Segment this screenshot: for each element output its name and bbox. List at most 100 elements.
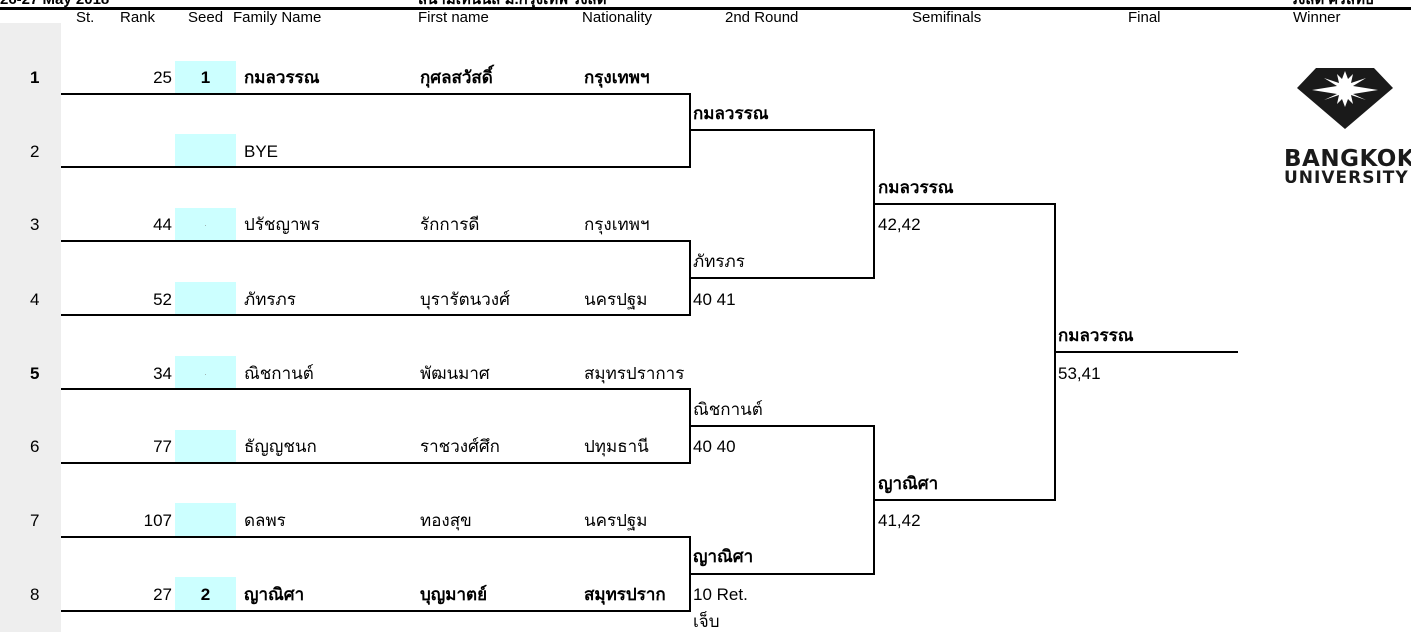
- bracket-line: [61, 610, 691, 612]
- player-first-name: ทองสุข: [420, 511, 472, 530]
- player-nationality: สมุทรปราการ: [584, 364, 685, 383]
- seed-box: [175, 577, 236, 610]
- seed-box: [175, 208, 236, 241]
- top-divider: [0, 7, 1411, 10]
- semifinal-winner: ญาณิศา: [878, 474, 939, 493]
- event-date: 26-27 May 2018: [0, 0, 109, 8]
- bracket-line: [691, 425, 875, 427]
- bracket-line: [61, 93, 691, 95]
- player-seed: 1: [200, 68, 211, 87]
- bracket-connector: [689, 388, 691, 464]
- round2-winner: ณิชกานต์: [693, 400, 763, 419]
- draw-position: 6: [30, 437, 40, 456]
- header-winner: Winner: [1293, 9, 1341, 26]
- bracket-line: [1056, 351, 1238, 353]
- header-seed: Seed: [188, 9, 224, 26]
- draw-position: 1: [30, 68, 40, 87]
- header-rank: Rank: [120, 9, 156, 26]
- final-score: 53,41: [1058, 364, 1101, 383]
- player-rank: 34: [153, 364, 172, 383]
- round2-score: 40 40: [693, 437, 736, 456]
- player-family-name: ปรัชญาพร: [244, 215, 320, 234]
- player-nationality: นครปฐม: [584, 511, 648, 530]
- player-rank: 44: [153, 215, 172, 234]
- bracket-line: [691, 277, 875, 279]
- bracket-line: [61, 462, 691, 464]
- bracket-connector: [1054, 203, 1056, 501]
- logo-text-line2: UNIVERSITY: [1284, 168, 1409, 188]
- round2-winner: ญาณิศา: [693, 547, 754, 566]
- bracket-line: [691, 129, 875, 131]
- player-rank: 27: [153, 585, 172, 604]
- bracket-line: [61, 166, 691, 168]
- diamond-logo-icon: [1296, 66, 1394, 135]
- semifinal-score: 42,42: [878, 215, 921, 234]
- draw-position: 2: [30, 142, 40, 161]
- seed-box: [175, 503, 236, 536]
- player-first-name: รักการดี: [420, 215, 480, 234]
- player-family-name: กมลวรรณ: [244, 68, 320, 87]
- header-semifinals: Semifinals: [912, 9, 982, 26]
- player-family-name: ณิชกานต์: [244, 364, 314, 383]
- player-seed: ·: [204, 220, 207, 230]
- draw-position: 7: [30, 511, 40, 530]
- header-final: Final: [1128, 9, 1161, 26]
- player-first-name: พัฒนมาศ: [420, 364, 490, 383]
- semifinal-winner: กมลวรรณ: [878, 178, 954, 197]
- seed-box: [175, 282, 236, 315]
- bracket-connector: [873, 129, 875, 279]
- semifinal-score: 41,42: [878, 511, 921, 530]
- round2-winner: กมลวรรณ: [693, 104, 769, 123]
- seed-box: [175, 430, 236, 463]
- event-right-label: รังสิต ศรีสิทธิ์: [1290, 0, 1374, 8]
- round2-note: เจ็บ: [693, 612, 720, 631]
- player-nationality: ปทุมธานี: [584, 437, 649, 456]
- player-seed: ·: [204, 369, 207, 379]
- header-first-name: First name: [418, 9, 489, 26]
- header-st: St.: [76, 9, 95, 26]
- player-nationality: กรุงเทพฯ: [584, 68, 650, 87]
- logo-text-line1: BANGKOK: [1284, 146, 1411, 172]
- header-family-name: Family Name: [233, 9, 322, 26]
- player-seed: 2: [200, 585, 211, 604]
- bracket-line: [691, 573, 875, 575]
- bracket-connector: [689, 536, 691, 612]
- round2-score: 10 Ret.: [693, 585, 748, 604]
- player-first-name: ราชวงศ์ศึก: [420, 437, 500, 456]
- player-first-name: บุญมาตย์: [420, 585, 488, 604]
- event-venue: สนามเทนนิส ม.กรุงเทพ รังสิต: [418, 0, 606, 8]
- draw-position: 3: [30, 215, 40, 234]
- player-rank: 77: [153, 437, 172, 456]
- player-nationality: นครปฐม: [584, 290, 648, 309]
- player-first-name: กุศลสวัสดิ์: [420, 68, 493, 87]
- player-rank: 107: [143, 511, 172, 530]
- draw-position: 5: [30, 364, 40, 383]
- draw-position: 4: [30, 290, 40, 309]
- bracket-line: [61, 240, 691, 242]
- bracket-line: [61, 536, 691, 538]
- seed-box: [175, 134, 236, 167]
- player-family-name: ภัทรภร: [244, 290, 296, 309]
- bracket-line: [875, 499, 1056, 501]
- bracket-connector: [689, 93, 691, 168]
- final-winner: กมลวรรณ: [1058, 326, 1134, 345]
- player-rank: 52: [153, 290, 172, 309]
- player-nationality: กรุงเทพฯ: [584, 215, 650, 234]
- bracket-line: [875, 203, 1056, 205]
- bracket-line: [61, 388, 691, 390]
- seed-box: [175, 61, 236, 94]
- draw-position: 8: [30, 585, 40, 604]
- player-rank: 25: [153, 68, 172, 87]
- player-family-name: ญาณิศา: [244, 585, 305, 604]
- round2-score: 40 41: [693, 290, 736, 309]
- player-nationality: สมุทรปราก: [584, 585, 666, 604]
- player-family-name: BYE: [244, 142, 279, 161]
- header-2nd-round: 2nd Round: [725, 9, 799, 26]
- bracket-connector: [689, 240, 691, 316]
- header-nationality: Nationality: [582, 9, 653, 26]
- seed-box: [175, 356, 236, 389]
- round2-winner: ภัทรภร: [693, 252, 745, 271]
- bracket-line: [61, 314, 691, 316]
- draw-number-column: [0, 23, 61, 632]
- bracket-connector: [873, 425, 875, 575]
